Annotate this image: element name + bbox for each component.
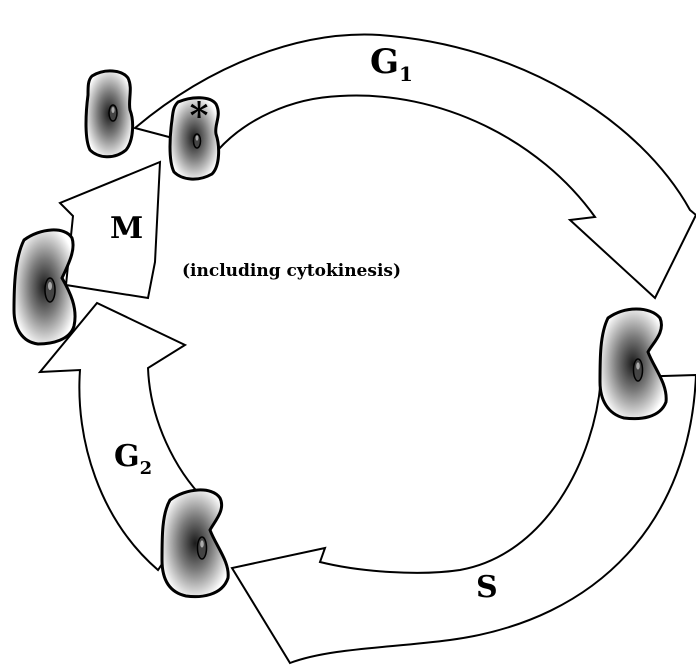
daughter-cell-left (84, 69, 135, 159)
m-arrow (58, 160, 162, 300)
g1-arrow (132, 33, 696, 300)
label-m: M (110, 211, 143, 246)
mitotic-cell (12, 228, 77, 346)
marker-asterisk: * (190, 95, 209, 137)
s-arrow (230, 373, 696, 665)
label-g1: G1 (370, 42, 413, 86)
s-phase-cell (598, 307, 668, 421)
label-m-note: (including cytokinesis) (182, 261, 401, 281)
label-s: S (476, 570, 498, 605)
g2-arrow (37, 301, 207, 572)
label-g2: G2 (114, 439, 152, 479)
g2-cell (160, 488, 230, 599)
daughter-cell-right: * (168, 95, 221, 181)
